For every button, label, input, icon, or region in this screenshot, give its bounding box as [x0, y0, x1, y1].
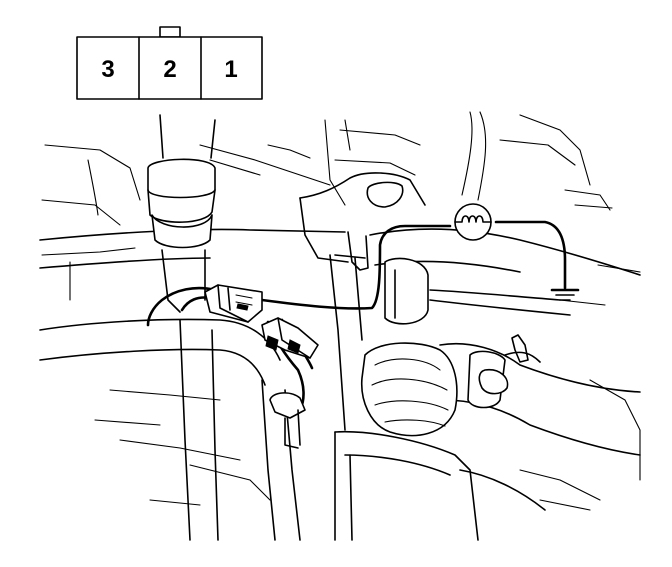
harness-connector-body — [204, 284, 263, 323]
sensor-connector — [204, 284, 319, 449]
rubber-boot — [360, 342, 458, 437]
intake-flange — [384, 257, 429, 325]
pin-label-3: 3 — [101, 56, 114, 83]
heater-supply-wire — [260, 224, 452, 310]
connector-body — [76, 36, 263, 100]
heater-coil-icon — [454, 203, 492, 241]
engine-background — [41, 111, 641, 511]
harness-clip — [269, 392, 306, 419]
connector-face: 3 2 1 — [76, 26, 263, 100]
clamp-screw — [511, 334, 529, 363]
ground-wire — [494, 220, 567, 290]
frame-rails — [39, 114, 363, 541]
hose-assembly — [360, 334, 641, 456]
pin-label-2: 2 — [163, 56, 176, 83]
harness-wire — [146, 286, 217, 327]
ground-symbol-icon — [550, 288, 580, 301]
lower-case — [334, 430, 546, 541]
pin-label-1: 1 — [224, 56, 237, 83]
connector-lock-tab — [159, 26, 181, 38]
bracket-hole — [366, 181, 404, 208]
intake-bracket — [299, 172, 641, 325]
